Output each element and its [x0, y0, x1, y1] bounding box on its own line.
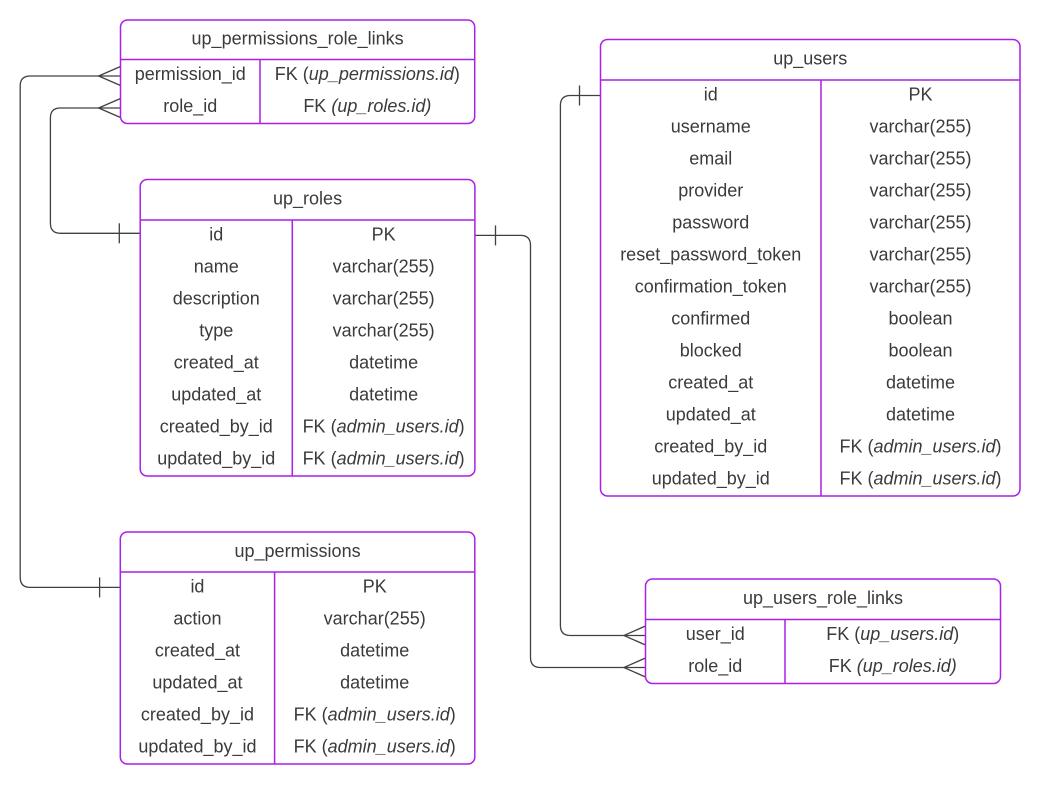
svg-text:action: action [173, 608, 221, 628]
svg-text:user_id: user_id [686, 624, 745, 645]
svg-text:boolean: boolean [888, 340, 952, 360]
svg-text:type: type [199, 320, 233, 340]
svg-text:created_by_id: created_by_id [654, 436, 767, 457]
svg-text:datetime: datetime [886, 404, 955, 424]
svg-text:datetime: datetime [349, 384, 418, 404]
svg-text:datetime: datetime [349, 352, 418, 372]
svg-text:permission_id: permission_id [135, 64, 246, 85]
svg-text:created_by_id: created_by_id [160, 416, 273, 437]
svg-text:boolean: boolean [888, 308, 952, 328]
svg-text:varchar(255): varchar(255) [333, 256, 435, 276]
svg-text:email: email [689, 148, 732, 168]
svg-text:updated_at: updated_at [666, 404, 756, 425]
svg-text:provider: provider [678, 180, 743, 200]
svg-text:FK (admin_users.id): FK (admin_users.id) [294, 736, 456, 756]
svg-text:varchar(255): varchar(255) [869, 116, 971, 136]
svg-text:FK (admin_users.id): FK (admin_users.id) [303, 448, 465, 468]
svg-text:blocked: blocked [680, 340, 742, 360]
svg-text:created_at: created_at [174, 352, 259, 373]
svg-text:reset_password_token: reset_password_token [620, 244, 801, 265]
svg-text:confirmed: confirmed [671, 308, 750, 328]
svg-text:up_users_role_links: up_users_role_links [743, 588, 903, 609]
svg-text:varchar(255): varchar(255) [333, 288, 435, 308]
svg-text:varchar(255): varchar(255) [324, 608, 426, 628]
svg-text:FK (up_permissions.id): FK (up_permissions.id) [275, 64, 460, 84]
svg-text:FK (admin_users.id): FK (admin_users.id) [839, 436, 1001, 456]
svg-text:up_users: up_users [773, 49, 847, 70]
svg-text:FK (admin_users.id): FK (admin_users.id) [839, 468, 1001, 488]
svg-text:id: id [209, 224, 223, 244]
svg-text:password: password [672, 212, 749, 232]
svg-text:varchar(255): varchar(255) [869, 148, 971, 168]
svg-text:name: name [194, 256, 239, 276]
svg-text:updated_by_id: updated_by_id [652, 468, 770, 489]
svg-text:role_id: role_id [163, 96, 217, 117]
svg-text:updated_at: updated_at [171, 384, 261, 405]
svg-text:created_by_id: created_by_id [141, 704, 254, 725]
svg-text:PK: PK [908, 84, 932, 104]
svg-text:updated_at: updated_at [152, 672, 242, 693]
svg-text:created_at: created_at [668, 372, 753, 393]
svg-text:datetime: datetime [340, 672, 409, 692]
svg-text:varchar(255): varchar(255) [333, 320, 435, 340]
svg-text:FK (admin_users.id): FK (admin_users.id) [294, 704, 456, 724]
svg-text:PK: PK [372, 224, 396, 244]
svg-text:role_id: role_id [688, 656, 742, 677]
svg-text:created_at: created_at [155, 640, 240, 661]
svg-text:id: id [704, 84, 718, 104]
svg-text:up_roles: up_roles [273, 189, 342, 210]
svg-text:varchar(255): varchar(255) [869, 276, 971, 296]
svg-text:updated_by_id: updated_by_id [138, 736, 256, 757]
svg-text:up_permissions_role_links: up_permissions_role_links [192, 29, 404, 50]
svg-text:FK (up_roles.id): FK (up_roles.id) [829, 656, 957, 676]
svg-text:PK: PK [363, 576, 387, 596]
svg-text:up_permissions: up_permissions [235, 541, 361, 562]
svg-text:varchar(255): varchar(255) [869, 244, 971, 264]
svg-text:varchar(255): varchar(255) [869, 180, 971, 200]
svg-text:varchar(255): varchar(255) [869, 212, 971, 232]
svg-text:description: description [173, 288, 260, 308]
svg-text:confirmation_token: confirmation_token [635, 276, 787, 297]
svg-text:FK (admin_users.id): FK (admin_users.id) [303, 416, 465, 436]
svg-text:datetime: datetime [886, 372, 955, 392]
svg-text:updated_by_id: updated_by_id [157, 448, 275, 469]
svg-text:FK (up_users.id): FK (up_users.id) [826, 624, 959, 644]
svg-text:username: username [671, 116, 751, 136]
svg-text:id: id [190, 576, 204, 596]
svg-text:datetime: datetime [340, 640, 409, 660]
svg-text:FK (up_roles.id): FK (up_roles.id) [303, 96, 431, 116]
